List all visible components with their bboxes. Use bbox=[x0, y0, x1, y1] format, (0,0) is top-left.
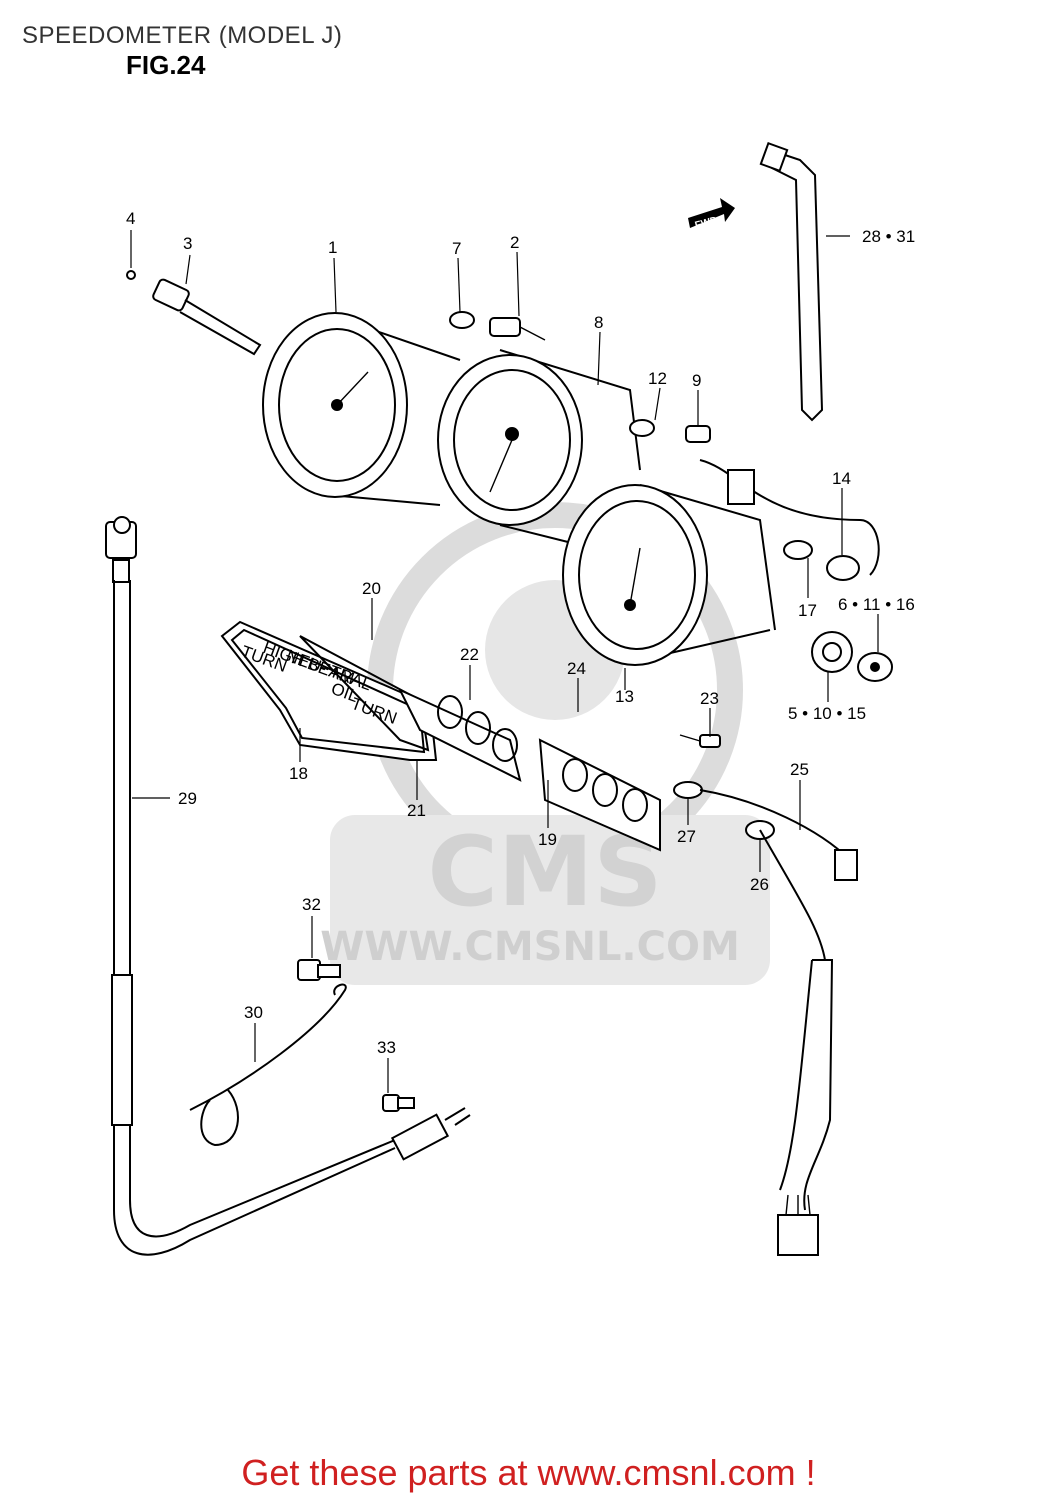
callout-4: 4 bbox=[126, 209, 135, 228]
page-title: SPEEDOMETER (MODEL J) bbox=[22, 22, 343, 49]
callout-21: 21 bbox=[407, 801, 426, 820]
tachometer-gauge-part-8 bbox=[437, 349, 641, 546]
bulb-part-12 bbox=[629, 419, 711, 443]
holder-part-19 bbox=[538, 738, 661, 852]
callout-6-11-16: 6 • 11 • 16 bbox=[838, 595, 915, 614]
callout-7: 7 bbox=[452, 239, 461, 258]
leader-lines bbox=[130, 230, 879, 1093]
callout-33: 33 bbox=[377, 1038, 396, 1057]
lens-part-21 bbox=[299, 635, 430, 752]
cable-end-part-3 bbox=[126, 270, 262, 356]
callout-1: 1 bbox=[328, 238, 337, 257]
callout-3: 3 bbox=[183, 234, 192, 253]
callout-20: 20 bbox=[362, 579, 381, 598]
callout-24: 24 bbox=[567, 659, 586, 678]
nut-part-6 bbox=[857, 652, 893, 682]
grommet-part-5 bbox=[811, 631, 853, 673]
fwd-arrow-icon: FWD bbox=[688, 198, 735, 232]
callout-25: 25 bbox=[790, 760, 809, 779]
harness-part-25 bbox=[673, 781, 858, 1256]
callout-13: 13 bbox=[615, 687, 634, 706]
wiring-part-14 bbox=[699, 459, 880, 581]
callout-32: 32 bbox=[302, 895, 321, 914]
callout-29: 29 bbox=[178, 789, 197, 808]
callout-22: 22 bbox=[460, 645, 479, 664]
speedometer-gauge-part-1 bbox=[262, 312, 461, 506]
callout-5-10-15: 5 • 10 • 15 bbox=[788, 704, 866, 723]
callout-27: 27 bbox=[677, 827, 696, 846]
bracket-part-28 bbox=[759, 141, 824, 422]
screw-part-33 bbox=[382, 1094, 415, 1112]
callout-18: 18 bbox=[289, 764, 308, 783]
callout-labels: 4 3 1 7 2 8 12 9 28 • 31 14 17 6 • 11 • … bbox=[126, 209, 915, 1057]
watermark-url: WWW.CMSNL.COM bbox=[320, 924, 740, 970]
callout-19: 19 bbox=[538, 830, 557, 849]
callout-30: 30 bbox=[244, 1003, 263, 1022]
holder-part-22 bbox=[397, 687, 522, 782]
callout-8: 8 bbox=[594, 313, 603, 332]
callout-14: 14 bbox=[832, 469, 851, 488]
bolt-part-32 bbox=[297, 959, 341, 981]
screw-part-23 bbox=[679, 734, 721, 748]
figure-number: FIG.24 bbox=[126, 50, 206, 80]
callout-12: 12 bbox=[648, 369, 667, 388]
callout-28-31: 28 • 31 bbox=[862, 227, 915, 246]
footer-promo-link[interactable]: Get these parts at www.cmsnl.com ! bbox=[241, 1452, 816, 1493]
clamp-part-30 bbox=[189, 983, 347, 1147]
callout-23: 23 bbox=[700, 689, 719, 708]
gauge-part-13 bbox=[562, 484, 776, 666]
callout-26: 26 bbox=[750, 875, 769, 894]
speedometer-cable-part-29 bbox=[105, 516, 471, 1256]
callout-9: 9 bbox=[692, 371, 701, 390]
callout-17: 17 bbox=[798, 601, 817, 620]
callout-2: 2 bbox=[510, 233, 519, 252]
bulb-part-7 bbox=[449, 311, 546, 341]
